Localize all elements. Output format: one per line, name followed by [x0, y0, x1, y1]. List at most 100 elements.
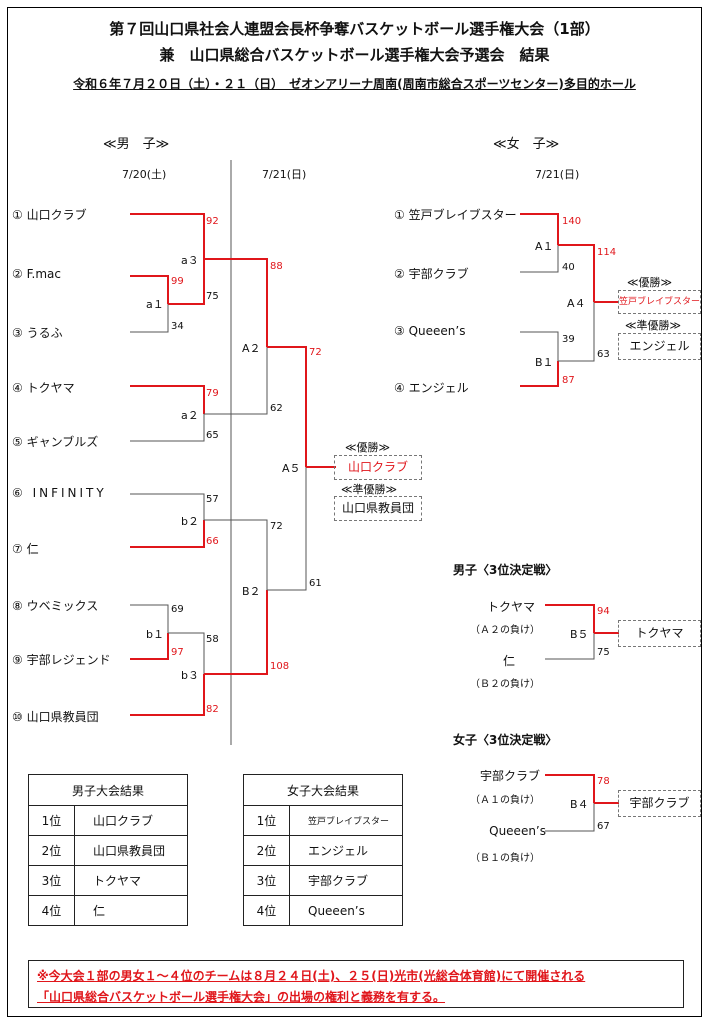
game-code-a1: a１ [146, 298, 164, 311]
game-code-b1: b１ [146, 628, 164, 641]
team-cell: 笠戸ブレイブスター [289, 805, 403, 836]
men-results-table: 男子大会結果 1位山口クラブ 2位山口県教員団 3位トクヤマ 4位仁 [28, 774, 188, 926]
a2-line-team4 [130, 385, 205, 414]
women-team: ④ エンジェル [394, 381, 469, 395]
table-row: 2位山口県教員団 [28, 835, 188, 866]
A2-line-a3 [204, 258, 268, 347]
score-A4-A1: 114 [597, 247, 617, 258]
score-a1-team2: 99 [171, 276, 184, 287]
score-b2-team6: 57 [206, 494, 219, 505]
A1-line-team1 [520, 213, 559, 245]
score-a2-team5: 65 [206, 430, 219, 441]
score-a2-team4: 79 [206, 388, 219, 399]
score-A5-B2: 61 [309, 578, 322, 589]
women-third-team2: Queeen’s [489, 824, 546, 838]
men-third-team2-sub: （Ｂ２の負け） [470, 679, 540, 690]
subtitle: 令和６年７月２０日（土）・２１（日） ゼオンアリーナ周南(周南市総合スポーツセン… [73, 77, 636, 91]
table-row: 1位笠戸ブレイブスター [243, 805, 403, 836]
men-section-label: ≪男 子≫ [103, 137, 170, 152]
men-team: ④ トクヤマ [12, 381, 75, 395]
game-code-B2: B２ [242, 585, 261, 598]
team-cell: エンジェル [289, 835, 403, 866]
game-code-a3: a３ [181, 254, 199, 267]
women-section-label: ≪女 子≫ [493, 137, 560, 152]
women-team: ② 宇部クラブ [394, 267, 469, 281]
score-B2-b2: 72 [270, 521, 283, 532]
b2-line-team6 [130, 493, 205, 520]
game-code-A5: A５ [282, 462, 301, 475]
men-champion-label: ≪優勝≫ [345, 441, 391, 454]
women-team: ① 笠戸ブレイブスター [394, 208, 517, 222]
score-b2-team7: 66 [206, 536, 219, 547]
men-third-winner-box: トクヤマ [618, 620, 701, 647]
women-date: 7/21(日) [535, 168, 580, 181]
b3-line-team10 [130, 674, 205, 716]
score-B5-team1: 94 [597, 606, 610, 617]
women-third-team2-sub: （Ｂ１の負け） [470, 853, 540, 864]
B2-line-b2 [204, 519, 268, 590]
page-frame [7, 7, 702, 1017]
women-team: ③ Queeen’s [394, 324, 466, 338]
game-code-b2: b２ [181, 515, 199, 528]
table-row: 2位エンジェル [243, 835, 403, 866]
team-cell: Queeen’s [289, 895, 403, 926]
a1-line-team3 [130, 304, 169, 333]
A2-line-a2 [204, 347, 268, 415]
A4-line-B1 [558, 302, 595, 362]
men-team: ① 山口クラブ [12, 208, 87, 222]
score-A4-B1: 63 [597, 349, 610, 360]
b2-line-team7 [130, 520, 205, 548]
B1-line-team4 [520, 361, 559, 387]
score-B4-team2: 67 [597, 821, 610, 832]
score-A2-a2: 62 [270, 403, 283, 414]
rank-cell: 2位 [243, 835, 290, 866]
women-third-team1-sub: （Ａ１の負け） [470, 795, 540, 806]
men-date-day1: 7/20(土) [122, 168, 167, 181]
men-third-team1: トクヤマ [486, 600, 535, 614]
score-a3-a1: 75 [206, 291, 219, 302]
men-date-day2: 7/21(日) [262, 168, 307, 181]
men-team: ⑦ 仁 [12, 542, 39, 556]
score-B5-team2: 75 [597, 647, 610, 658]
score-A1-team2: 40 [562, 262, 575, 273]
men-third-team1-sub: （Ａ２の負け） [470, 625, 540, 636]
game-code-B5: B５ [570, 628, 589, 641]
team-cell: トクヤマ [74, 865, 188, 896]
notice-box: ※今大会１部の男女１～４位のチームは８月２４日(土)、２５(日)光市(光総合体育… [28, 960, 684, 1008]
b1-line-team9 [130, 633, 169, 660]
game-code-A4: A４ [567, 297, 586, 310]
table-row: 1位山口クラブ [28, 805, 188, 836]
men-team: ③ うるふ [12, 326, 63, 340]
score-A5-A2: 72 [309, 347, 322, 358]
women-third-title: 女子〈3位決定戦〉 [453, 733, 558, 747]
score-A1-team1: 140 [562, 216, 582, 227]
table-row: 3位宇部クラブ [243, 865, 403, 896]
team-cell: 山口県教員団 [74, 835, 188, 866]
men-runner-up-label: ≪準優勝≫ [341, 483, 398, 496]
b1-line-team8 [130, 604, 169, 633]
score-B2-b3: 108 [270, 661, 290, 672]
men-champion-box: 山口クラブ [334, 455, 422, 480]
women-runner-up-label: ≪準優勝≫ [625, 319, 682, 332]
men-team: ⑨ 宇部レジェンド [12, 653, 111, 667]
game-code-B1: B１ [535, 356, 554, 369]
men-third-team2: 仁 [503, 654, 516, 668]
game-code-A2: A２ [242, 342, 261, 355]
women-third-winner-box: 宇部クラブ [618, 790, 701, 817]
notice-line-2: 「山口県総合バスケットボール選手権大会」の出場の権利と義務を有する。 [37, 990, 446, 1004]
game-code-A1: A１ [535, 240, 554, 253]
B4-line-team1 [545, 774, 595, 803]
men-results-title: 男子大会結果 [28, 774, 188, 806]
women-third-team1: 宇部クラブ [479, 769, 540, 783]
title-line-1: 第７回山口県社会人連盟会長杯争奪バスケットボール選手権大会（1部） [109, 20, 600, 38]
a1-line-team2 [130, 275, 169, 304]
a3-line-a1 [168, 259, 205, 305]
men-team: ⑤ ギャンブルズ [12, 435, 99, 449]
B2-line-b3 [204, 590, 268, 675]
score-A2-a3: 88 [270, 261, 283, 272]
B5-line-team2 [545, 633, 595, 660]
team-cell: 仁 [74, 895, 188, 926]
